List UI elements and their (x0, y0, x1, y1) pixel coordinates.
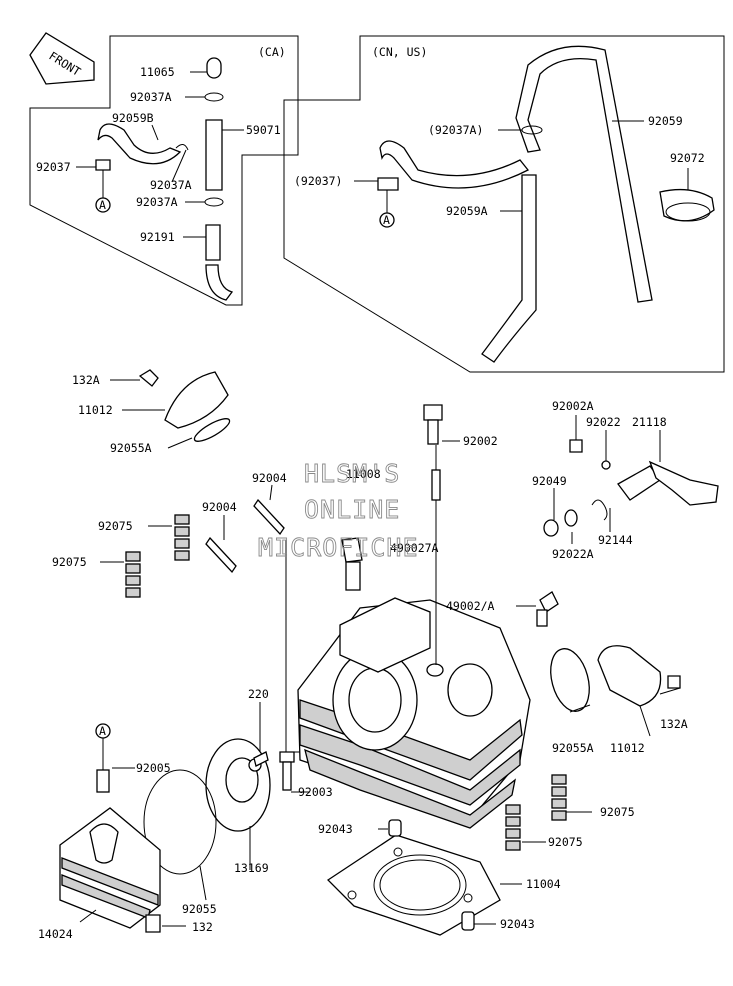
label-220: 220 (248, 687, 269, 701)
label-92043-b: 92043 (500, 917, 535, 931)
rubber-stack-right-upper (551, 774, 567, 821)
label-92049: 92049 (532, 474, 567, 488)
right-valve-cover (550, 645, 681, 712)
label-92075-d: 92075 (548, 835, 583, 849)
ca-group-box (29, 35, 299, 306)
cn-us-circle-a-marker: A (379, 190, 395, 228)
front-direction-badge: FRONT (29, 32, 95, 85)
label-11065: 11065 (140, 65, 175, 79)
side-cover-14024 (59, 769, 161, 933)
part-labels: 11065 92037A 92059B 59071 92037 92037A 9… (36, 65, 705, 941)
label-132: 132 (192, 920, 213, 934)
left-valve-cover (138, 369, 231, 442)
label-92144: 92144 (598, 533, 633, 547)
label-11012-top: 11012 (78, 403, 113, 417)
cn-us-group-box (283, 35, 725, 373)
label-21118: 21118 (632, 415, 667, 429)
bolt-92003 (279, 751, 295, 791)
label-92191: 92191 (140, 230, 175, 244)
label-92037A-us: (92037A) (428, 123, 483, 137)
cn-us-group-label: (CN, US) (372, 45, 427, 59)
label-92075-a: 92075 (98, 519, 133, 533)
label-11008: 11008 (346, 467, 381, 481)
bolt-92002 (423, 404, 443, 665)
label-92075-b: 92075 (52, 555, 87, 569)
ca-circle-a-marker: A (95, 170, 111, 213)
head-gasket-11004 (326, 834, 501, 936)
o-ring-92055 (143, 769, 217, 875)
watermark-line-2: ONLINE (304, 495, 400, 524)
label-92003: 92003 (298, 785, 333, 799)
rubber-stack-lower-left (125, 551, 141, 598)
label-92037A-ca1: 92037A (130, 90, 172, 104)
watermark: HLSM'S ONLINE MICROFICHE (258, 459, 419, 563)
label-92043-a: 92043 (318, 822, 353, 836)
label-14024: 14024 (38, 927, 73, 941)
label-132A-right: 132A (660, 717, 688, 731)
label-11004: 11004 (526, 877, 561, 891)
rubber-stack-right-lower (505, 804, 521, 851)
dowel-pin-lower (461, 911, 475, 931)
label-92037-ca: 92037 (36, 160, 71, 174)
stud-bolts-92004 (205, 498, 285, 574)
label-92055: 92055 (182, 902, 217, 916)
label-92037A-ca2: 92037A (150, 178, 192, 192)
label-92002A: 92002A (552, 399, 594, 413)
rubber-stack-upper-left (174, 514, 190, 561)
label-92022: 92022 (586, 415, 621, 429)
leader-lines (76, 71, 689, 927)
label-92059B: 92059B (112, 111, 154, 125)
cover-13169 (205, 738, 271, 832)
label-13169: 13169 (234, 861, 269, 875)
label-92072: 92072 (670, 151, 705, 165)
label-92022A: 92022A (552, 547, 594, 561)
label-49002A: 49002/A (446, 599, 495, 613)
label-92037-us: (92037) (294, 174, 342, 188)
decompression-lever-parts (536, 439, 719, 627)
label-92055A-top: 92055A (110, 441, 152, 455)
lower-circle-a-marker: A (95, 723, 111, 770)
label-11012-right: 11012 (610, 741, 645, 755)
cn-us-hose-parts (377, 45, 715, 363)
label-92059A: 92059A (446, 204, 488, 218)
label-59071: 59071 (246, 123, 281, 137)
cylinder-head-body (285, 540, 531, 829)
label-92075-c: 92075 (600, 805, 635, 819)
label-92005: 92005 (136, 761, 171, 775)
label-92059: 92059 (648, 114, 683, 128)
label-92037A-ca3: 92037A (136, 195, 178, 209)
watermark-line-1: HLSM'S (304, 459, 400, 488)
watermark-line-3: MICROFICHE (258, 533, 419, 562)
label-92055A-right: 92055A (552, 741, 594, 755)
lower-circle-a-text: A (99, 724, 106, 738)
ca-group-label: (CA) (258, 45, 286, 59)
cn-us-circle-a-text: A (383, 213, 390, 227)
label-92004-b: 92004 (202, 500, 237, 514)
label-490027A: 490027A (390, 541, 439, 555)
plug-11008 (341, 537, 363, 591)
label-92004-a: 92004 (252, 471, 287, 485)
label-92002: 92002 (463, 434, 498, 448)
ca-circle-a-text: A (99, 198, 106, 212)
label-132A-top: 132A (72, 373, 100, 387)
dowel-pin-upper (388, 819, 402, 837)
